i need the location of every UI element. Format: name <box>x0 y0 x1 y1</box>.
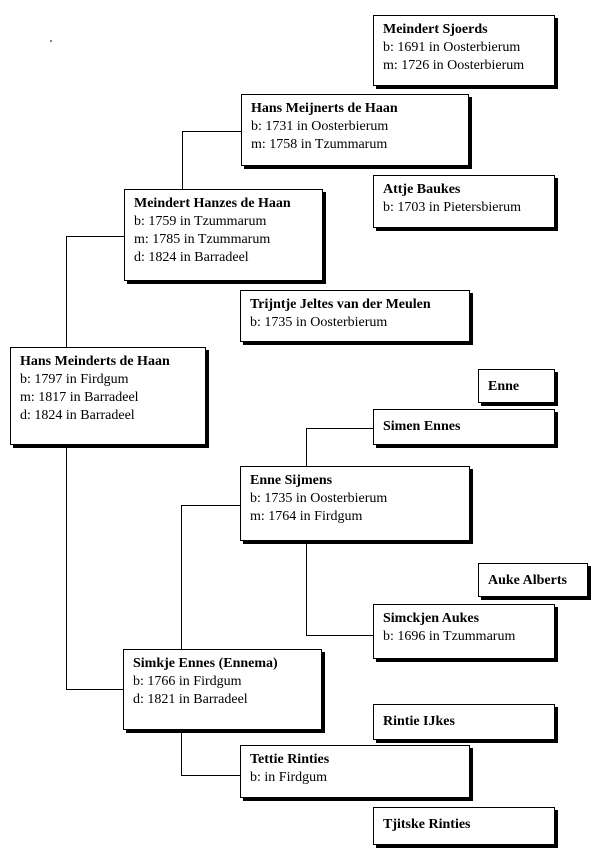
person-name: Tjitske Rinties <box>383 817 471 832</box>
person-detail: m: 1764 in Firdgum <box>250 509 363 524</box>
person-detail: b: 1691 in Oosterbierum <box>383 40 521 55</box>
person-tjitske-rinties: Tjitske Rinties <box>373 807 555 845</box>
person-detail: b: 1731 in Oosterbierum <box>251 119 389 134</box>
person-detail: d: 1824 in Barradeel <box>134 250 249 265</box>
connector <box>66 236 67 347</box>
connector <box>181 505 182 649</box>
person-tettie-rinties: Tettie Rinties b: in Firdgum <box>240 745 470 798</box>
person-name: Tettie Rinties <box>250 752 330 767</box>
scan-speck <box>50 40 52 42</box>
person-name: Meindert Sjoerds <box>383 22 488 37</box>
person-detail: m: 1726 in Oosterbierum <box>383 58 525 73</box>
person-name: Enne <box>488 379 520 394</box>
person-name: Auke Alberts <box>488 573 567 588</box>
connector <box>66 236 124 237</box>
person-simckjen-aukes: Simckjen Aukes b: 1696 in Tzummarum <box>373 604 555 659</box>
person-detail: d: 1824 in Barradeel <box>20 408 135 423</box>
connector <box>181 730 182 775</box>
connector <box>66 445 67 689</box>
person-name: Simckjen Aukes <box>383 611 480 626</box>
connector <box>306 635 373 636</box>
person-hans-meijnerts-de-haan: Hans Meijnerts de Haan b: 1731 in Ooster… <box>241 94 469 166</box>
person-meindert-sjoerds: Meindert Sjoerds b: 1691 in Oosterbierum… <box>373 15 555 86</box>
person-detail: b: 1735 in Oosterbierum <box>250 491 388 506</box>
person-detail: d: 1821 in Barradeel <box>133 692 248 707</box>
person-simkje-ennes-ennema: Simkje Ennes (Ennema) b: 1766 in Firdgum… <box>123 649 322 730</box>
person-detail: b: 1735 in Oosterbierum <box>250 315 388 330</box>
person-hans-meinderts-de-haan: Hans Meinderts de Haan b: 1797 in Firdgu… <box>10 347 206 445</box>
person-auke-alberts: Auke Alberts <box>478 563 588 597</box>
connector <box>306 428 373 429</box>
person-detail: b: 1759 in Tzummarum <box>134 214 267 229</box>
person-detail: m: 1785 in Tzummarum <box>134 232 271 247</box>
person-name: Hans Meijnerts de Haan <box>251 101 398 116</box>
person-enne-sijmens: Enne Sijmens b: 1735 in Oosterbierum m: … <box>240 466 470 541</box>
connector <box>181 775 240 776</box>
person-name: Hans Meinderts de Haan <box>20 354 170 369</box>
person-detail: b: 1696 in Tzummarum <box>383 629 516 644</box>
person-attje-baukes: Attje Baukes b: 1703 in Pietersbierum <box>373 175 555 228</box>
person-detail: b: 1703 in Pietersbierum <box>383 200 522 215</box>
person-meindert-hanzes-de-haan: Meindert Hanzes de Haan b: 1759 in Tzumm… <box>124 189 323 281</box>
connector <box>182 131 241 132</box>
person-name: Attje Baukes <box>383 182 461 197</box>
connector <box>306 541 307 635</box>
connector <box>66 689 123 690</box>
person-name: Simen Ennes <box>383 419 461 434</box>
person-detail: b: 1766 in Firdgum <box>133 674 242 689</box>
person-name: Enne Sijmens <box>250 473 333 488</box>
person-name: Meindert Hanzes de Haan <box>134 196 291 211</box>
person-name: Simkje Ennes (Ennema) <box>133 656 278 671</box>
connector <box>181 505 240 506</box>
person-trijntje-jeltes-van-der-meulen: Trijntje Jeltes van der Meulen b: 1735 i… <box>240 290 470 342</box>
person-rintie-ijkes: Rintie IJkes <box>373 704 555 740</box>
person-detail: m: 1817 in Barradeel <box>20 390 139 405</box>
connector <box>306 428 307 466</box>
person-name: Trijntje Jeltes van der Meulen <box>250 297 431 312</box>
person-detail: b: 1797 in Firdgum <box>20 372 129 387</box>
person-enne: Enne <box>478 369 555 403</box>
person-simen-ennes: Simen Ennes <box>373 409 555 445</box>
person-detail: b: in Firdgum <box>250 770 328 785</box>
person-detail: m: 1758 in Tzummarum <box>251 137 388 152</box>
connector <box>182 131 183 189</box>
person-name: Rintie IJkes <box>383 714 455 729</box>
